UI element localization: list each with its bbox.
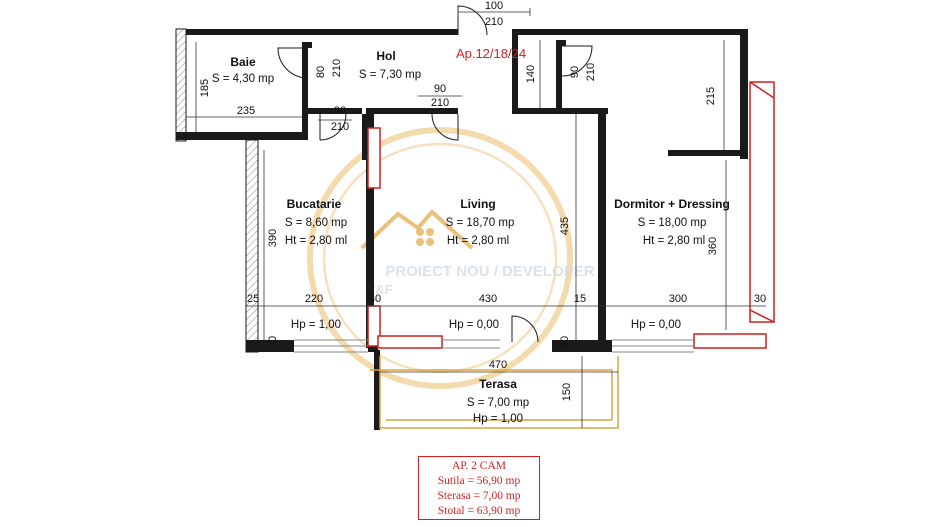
dim-living-door-h: 210 [431,97,449,109]
dim-entry-height: 210 [485,16,503,28]
dim-kitchen-door-h: 210 [331,121,349,133]
dim-kitchen-width: 220 [305,293,323,305]
room-name-living: Living [460,197,495,211]
room-area-terasa: S = 7,00 mp [467,397,529,409]
dim-balcony-left-wall: 30 [267,336,279,348]
dim-bed-door-w: 90 [569,66,581,78]
sill-height-dormitor: Hp = 0,00 [631,319,681,331]
dim-living-door-w: 90 [434,83,446,95]
new-walls [367,81,775,349]
dim-kitchen-depth: 390 [267,229,279,247]
dim-baie-depth: 185 [199,79,211,97]
area-summary-box: AP. 2 CAM Sutila = 56,90 mp Sterasa = 7,… [418,456,540,520]
room-area-baie: S = 4,30 mp [212,73,274,85]
room-area-dormitor: S = 18,00 mp [638,217,707,229]
dim-dressing-depth: 215 [705,87,717,105]
summary-sterasa: Sterasa = 7,00 mp [437,490,521,502]
room-height-living: Ht = 2,80 ml [447,235,509,247]
room-name-bucatarie: Bucatarie [287,197,342,211]
dim-wall-right: 30 [754,293,766,305]
dim-terrace-depth: 150 [561,383,573,401]
watermark-text: PROIECT NOU / DEVELOPER [385,263,594,280]
windows [294,339,694,353]
dim-baie-door-h: 210 [331,59,343,77]
summary-sutila: Sutila = 56,90 mp [437,475,521,487]
dim-baie-width: 235 [237,105,255,117]
apartment-code: Ap.12/18/24 [456,46,526,61]
sill-height-bucatarie: Hp = 1,00 [291,319,341,331]
summary-title: AP. 2 CAM [451,460,506,472]
dim-partition-a: 30 [369,293,381,305]
room-area-hol: S = 7,30 mp [359,69,421,81]
dim-baie-door-w: 80 [315,66,327,78]
dimension-lines [186,8,766,428]
room-name-terasa: Terasa [479,377,517,391]
dim-living-width: 430 [479,293,497,305]
dim-partition-b: 15 [574,293,586,305]
room-area-bucatarie: S = 8,60 mp [285,217,347,229]
dim-terrace-right-wall: 30 [559,336,571,348]
sill-height-living: Hp = 0,00 [449,319,499,331]
room-height-bucatarie: Ht = 2,80 ml [285,235,347,247]
room-name-hol: Hol [376,49,395,63]
dim-bed-door-h: 210 [585,63,597,81]
dim-terrace-width: 470 [489,359,507,371]
dim-living-depth: 435 [559,217,571,235]
dim-kitchen-door-w: 80 [334,105,346,117]
room-hp-terasa: Hp = 1,00 [473,413,523,425]
dim-entry-width: 100 [485,0,503,12]
dim-hol-depth: 140 [525,65,537,83]
terrace-outline [370,356,619,429]
room-height-dormitor: Ht = 2,80 ml [643,235,705,247]
summary-stotal: Stotal = 63,90 mp [437,505,521,517]
room-labels: Baie S = 4,30 mp Hol S = 7,30 mp Bucatar… [212,49,730,425]
dim-bedroom-width: 300 [669,293,687,305]
entry-door-icon [457,5,488,36]
sill-heights: Hp = 1,00 Hp = 0,00 Hp = 0,00 [291,319,681,331]
door-swings [277,5,593,343]
dimension-labels: 100 210 185 235 80 210 80 210 90 210 140… [199,0,766,401]
room-area-living: S = 18,70 mp [446,217,515,229]
room-name-baie: Baie [230,55,256,69]
dim-bedroom-depth: 360 [707,237,719,255]
room-name-dormitor: Dormitor + Dressing [614,197,730,211]
dim-wall-left: 25 [247,293,259,305]
